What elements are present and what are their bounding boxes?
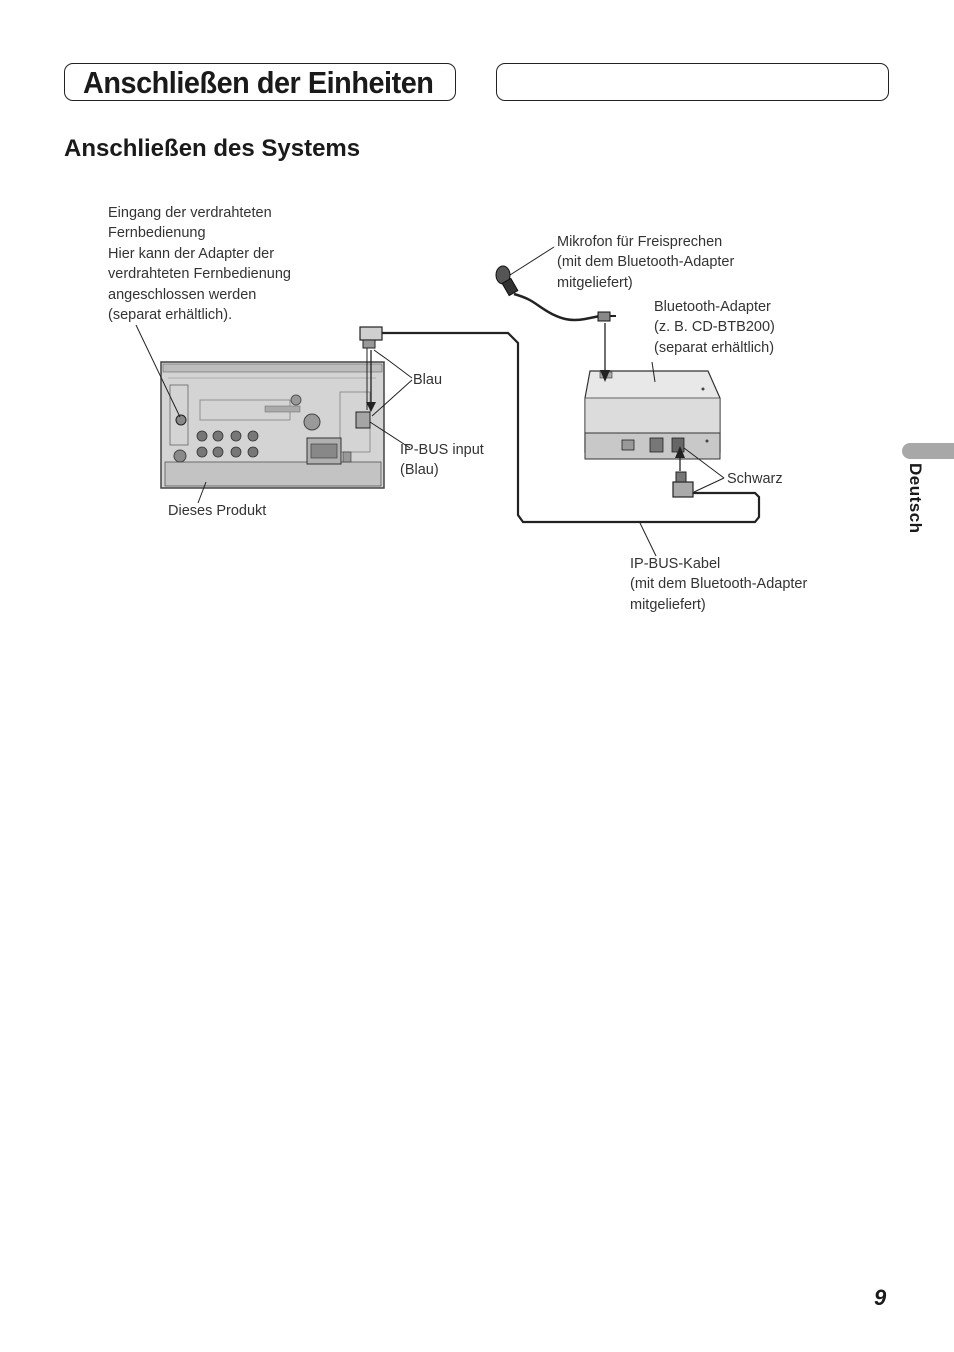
label-line: (separat erhältlich). bbox=[108, 307, 233, 324]
label-microphone: Mikrofon für Freisprechen (mit dem Bluet… bbox=[557, 232, 734, 293]
language-tab-marker bbox=[902, 443, 954, 459]
language-label: Deutsch bbox=[906, 463, 925, 534]
label-line: verdrahteten Fernbedienung bbox=[108, 266, 291, 283]
label-wired-remote: Eingang der verdrahteten Fernbedienung H… bbox=[108, 203, 291, 325]
label-line: Eingang der verdrahteten bbox=[108, 205, 272, 221]
label-line: Bluetooth-Adapter bbox=[654, 299, 771, 315]
section-title: Anschließen des Systems bbox=[64, 135, 361, 162]
label-line: Mikrofon für Freisprechen bbox=[557, 234, 723, 250]
label-line: (separat erhältlich) bbox=[654, 339, 775, 356]
ip-bus-cable-line bbox=[382, 331, 761, 524]
ip-bus-connector-black-icon bbox=[672, 471, 712, 498]
head-unit-rear-panel bbox=[160, 361, 385, 489]
label-line: mitgeliefert) bbox=[630, 596, 706, 613]
page-number: 9 bbox=[874, 1285, 887, 1310]
label-bt-adapter: Bluetooth-Adapter (z. B. CD-BTB200) (sep… bbox=[654, 297, 775, 358]
label-line: mitgeliefert) bbox=[557, 274, 633, 291]
chapter-title: Anschließen der Einheiten bbox=[83, 65, 434, 100]
label-line: Fernbedienung bbox=[108, 225, 206, 242]
chapter-side-box bbox=[496, 63, 889, 101]
label-line: (Blau) bbox=[400, 462, 439, 479]
label-line: IP-BUS-Kabel bbox=[630, 556, 721, 572]
label-line: (mit dem Bluetooth-Adapter bbox=[630, 576, 808, 593]
label-line: (z. B. CD-BTB200) bbox=[654, 319, 775, 336]
connection-diagram bbox=[135, 246, 761, 557]
label-line: angeschlossen werden bbox=[108, 286, 257, 303]
label-line: IP-BUS input bbox=[400, 442, 484, 458]
label-product: Dieses Produkt bbox=[168, 503, 267, 519]
microphone-icon bbox=[495, 265, 616, 322]
chapter-header: Anschließen der Einheiten bbox=[64, 63, 456, 101]
label-line: (mit dem Bluetooth-Adapter bbox=[557, 254, 735, 271]
label-blue: Blau bbox=[413, 372, 443, 388]
label-ip-bus-input: IP-BUS input (Blau) bbox=[400, 440, 484, 481]
ip-bus-connector-icon bbox=[359, 326, 383, 349]
bluetooth-adapter-box bbox=[584, 370, 721, 460]
label-black: Schwarz bbox=[727, 471, 783, 487]
label-line: Hier kann der Adapter der bbox=[108, 245, 275, 262]
label-ip-bus-cable: IP-BUS-Kabel (mit dem Bluetooth-Adapter … bbox=[630, 554, 807, 615]
